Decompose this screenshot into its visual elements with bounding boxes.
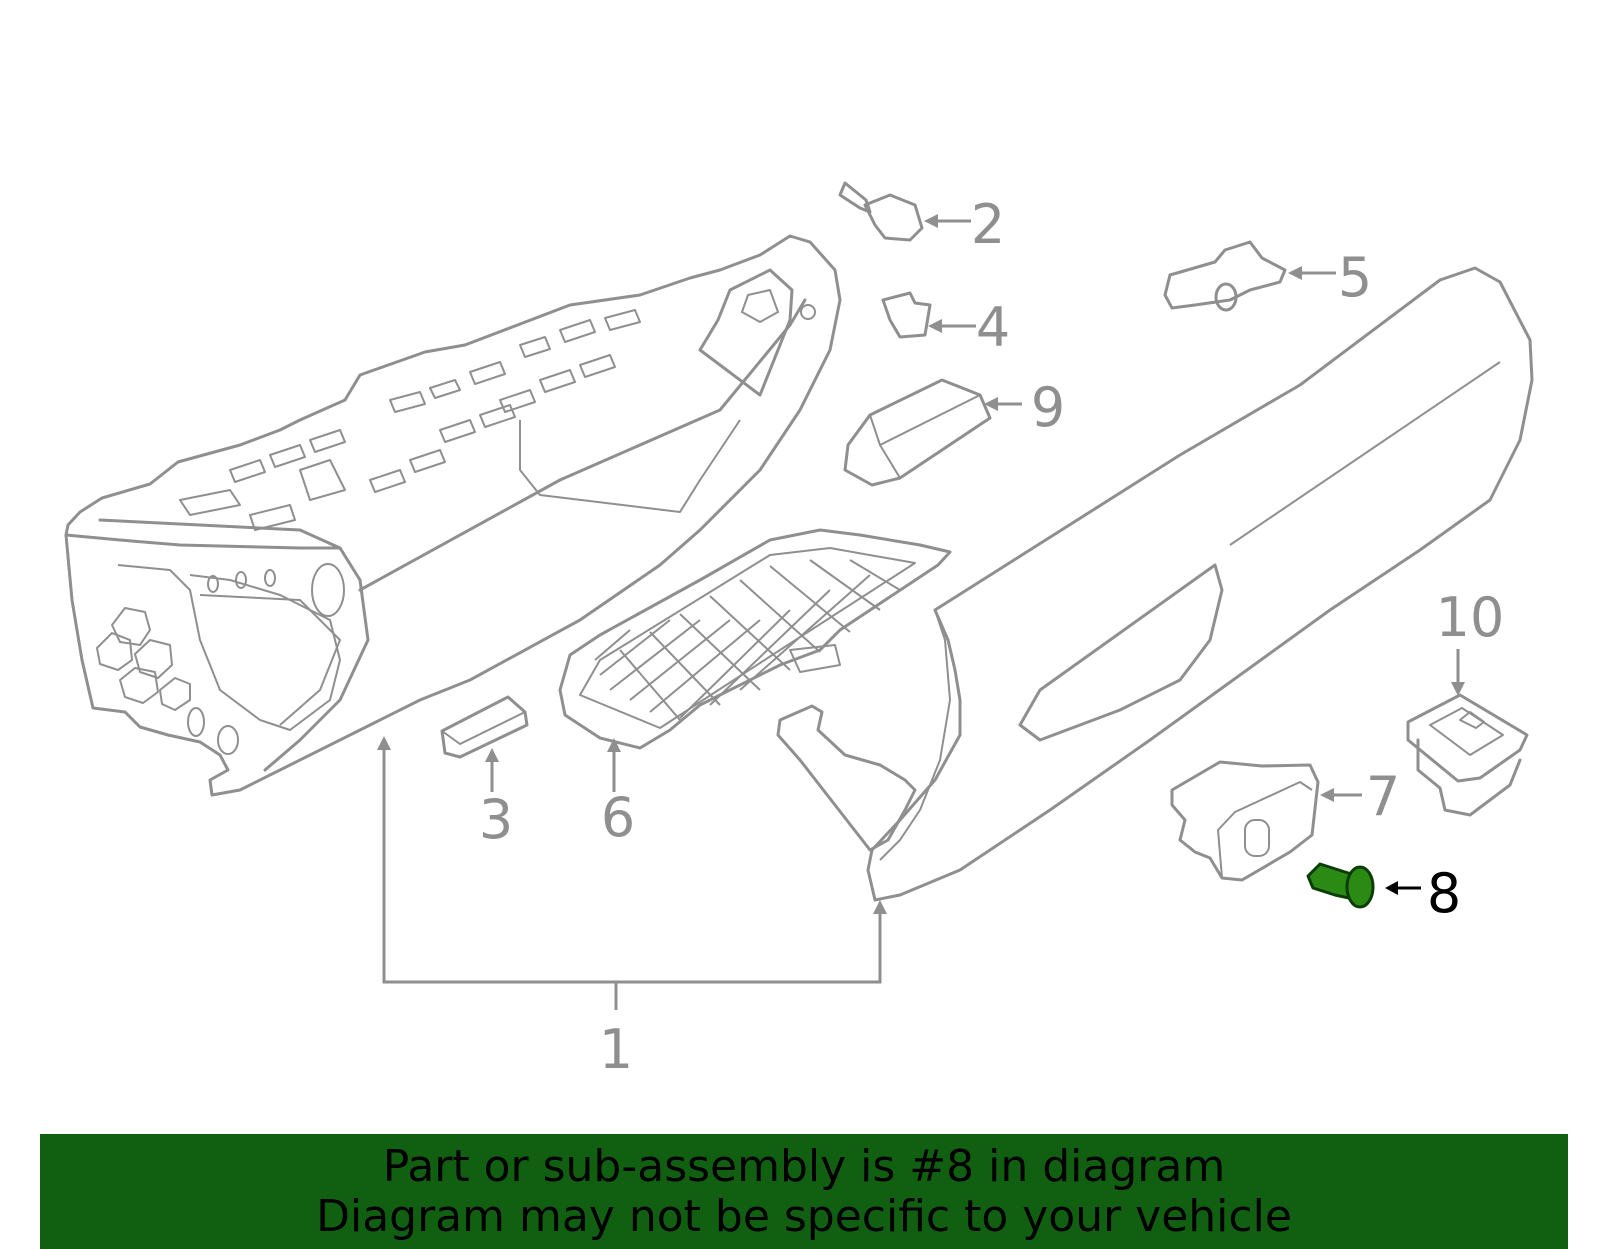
mesh-grid — [594, 559, 901, 721]
part-10-switch — [1406, 693, 1529, 817]
part-7-latch — [1170, 760, 1320, 882]
callout-7: 7 — [1366, 765, 1400, 828]
callout-2: 2 — [971, 193, 1005, 256]
part-5-damper — [1163, 240, 1287, 312]
banner-line-1: Part or sub-assembly is #8 in diagram — [382, 1140, 1226, 1192]
part-2-clip — [838, 181, 924, 242]
glove-box-housing — [64, 234, 842, 797]
callout-3: 3 — [479, 788, 513, 851]
info-banner: Part or sub-assembly is #8 in diagram Di… — [40, 1134, 1568, 1249]
callout-6: 6 — [601, 786, 635, 849]
callout-1: 1 — [599, 1018, 633, 1081]
part-9-striker — [843, 378, 992, 487]
part-8-highlighted-clip — [1306, 862, 1421, 909]
part-3-bumper — [440, 695, 529, 759]
glove-box-door — [776, 266, 1534, 902]
callout-8: 8 — [1427, 862, 1461, 925]
callout-9: 9 — [1031, 376, 1065, 439]
callout-5: 5 — [1338, 246, 1372, 309]
callout-10: 10 — [1436, 586, 1505, 649]
part-4-bracket — [881, 291, 932, 339]
callout-4: 4 — [976, 296, 1010, 359]
banner-line-2: Diagram may not be specific to your vehi… — [316, 1190, 1292, 1242]
leader-lines — [377, 214, 1465, 1010]
part-6-liner-mat — [558, 528, 952, 750]
